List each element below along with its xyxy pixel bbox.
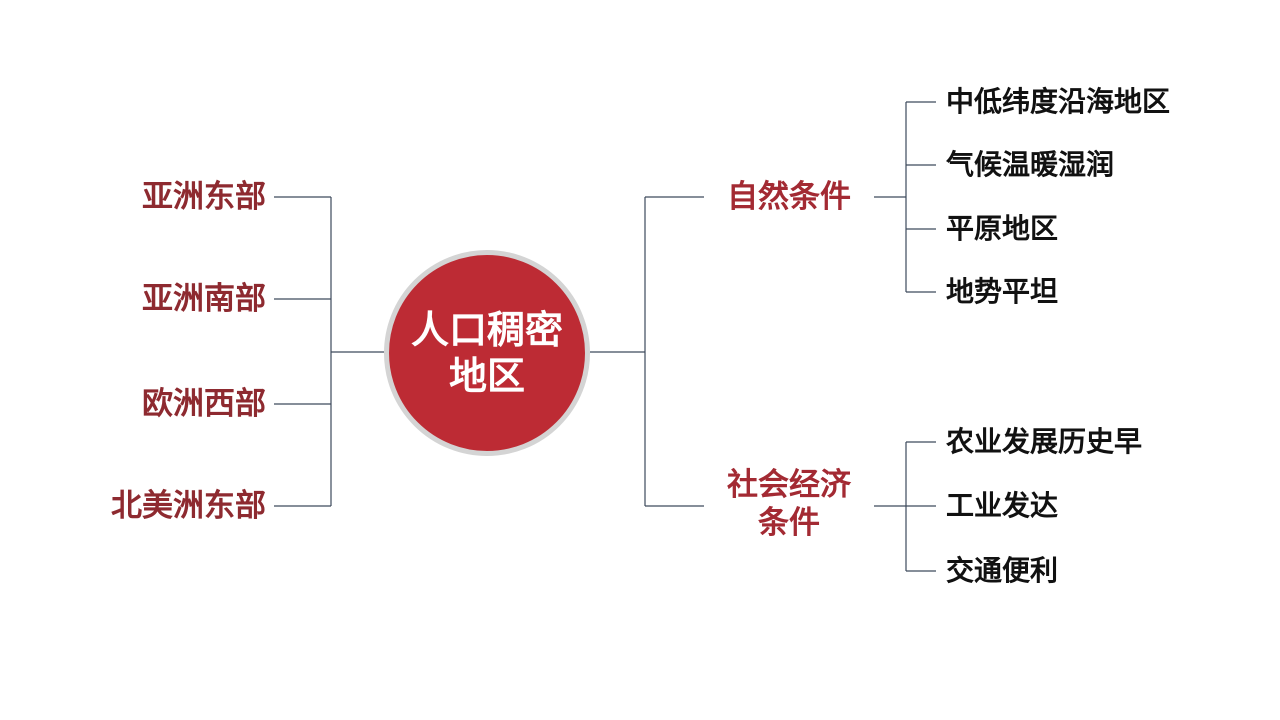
region-label-east-asia: 亚洲东部	[142, 179, 266, 215]
social-item-industry: 工业发达	[946, 489, 1059, 522]
central-topic-line1: 人口稠密	[410, 308, 563, 352]
social-conditions-label-line2: 条件	[758, 505, 820, 541]
natural-item-climate: 气候温暖湿润	[946, 148, 1115, 181]
natural-item-coastal: 中低纬度沿海地区	[946, 85, 1171, 118]
natural-conditions-label: 自然条件	[727, 179, 851, 215]
central-topic-node: 人口稠密 地区	[384, 250, 590, 456]
social-conditions-label-line1: 社会经济	[727, 467, 851, 503]
region-label-west-europe: 欧洲西部	[142, 386, 266, 422]
social-conditions-label: 社会经济 条件	[709, 466, 869, 542]
social-item-agriculture: 农业发展历史早	[946, 425, 1143, 458]
central-topic-line2: 地区	[448, 354, 525, 398]
natural-item-plains: 平原地区	[946, 212, 1059, 245]
social-item-transport: 交通便利	[946, 554, 1059, 587]
region-label-south-asia: 亚洲南部	[142, 281, 266, 317]
region-label-east-north-america: 北美洲东部	[111, 488, 266, 524]
central-topic-text: 人口稠密 地区	[402, 307, 572, 399]
natural-item-flat-terrain: 地势平坦	[946, 275, 1059, 308]
